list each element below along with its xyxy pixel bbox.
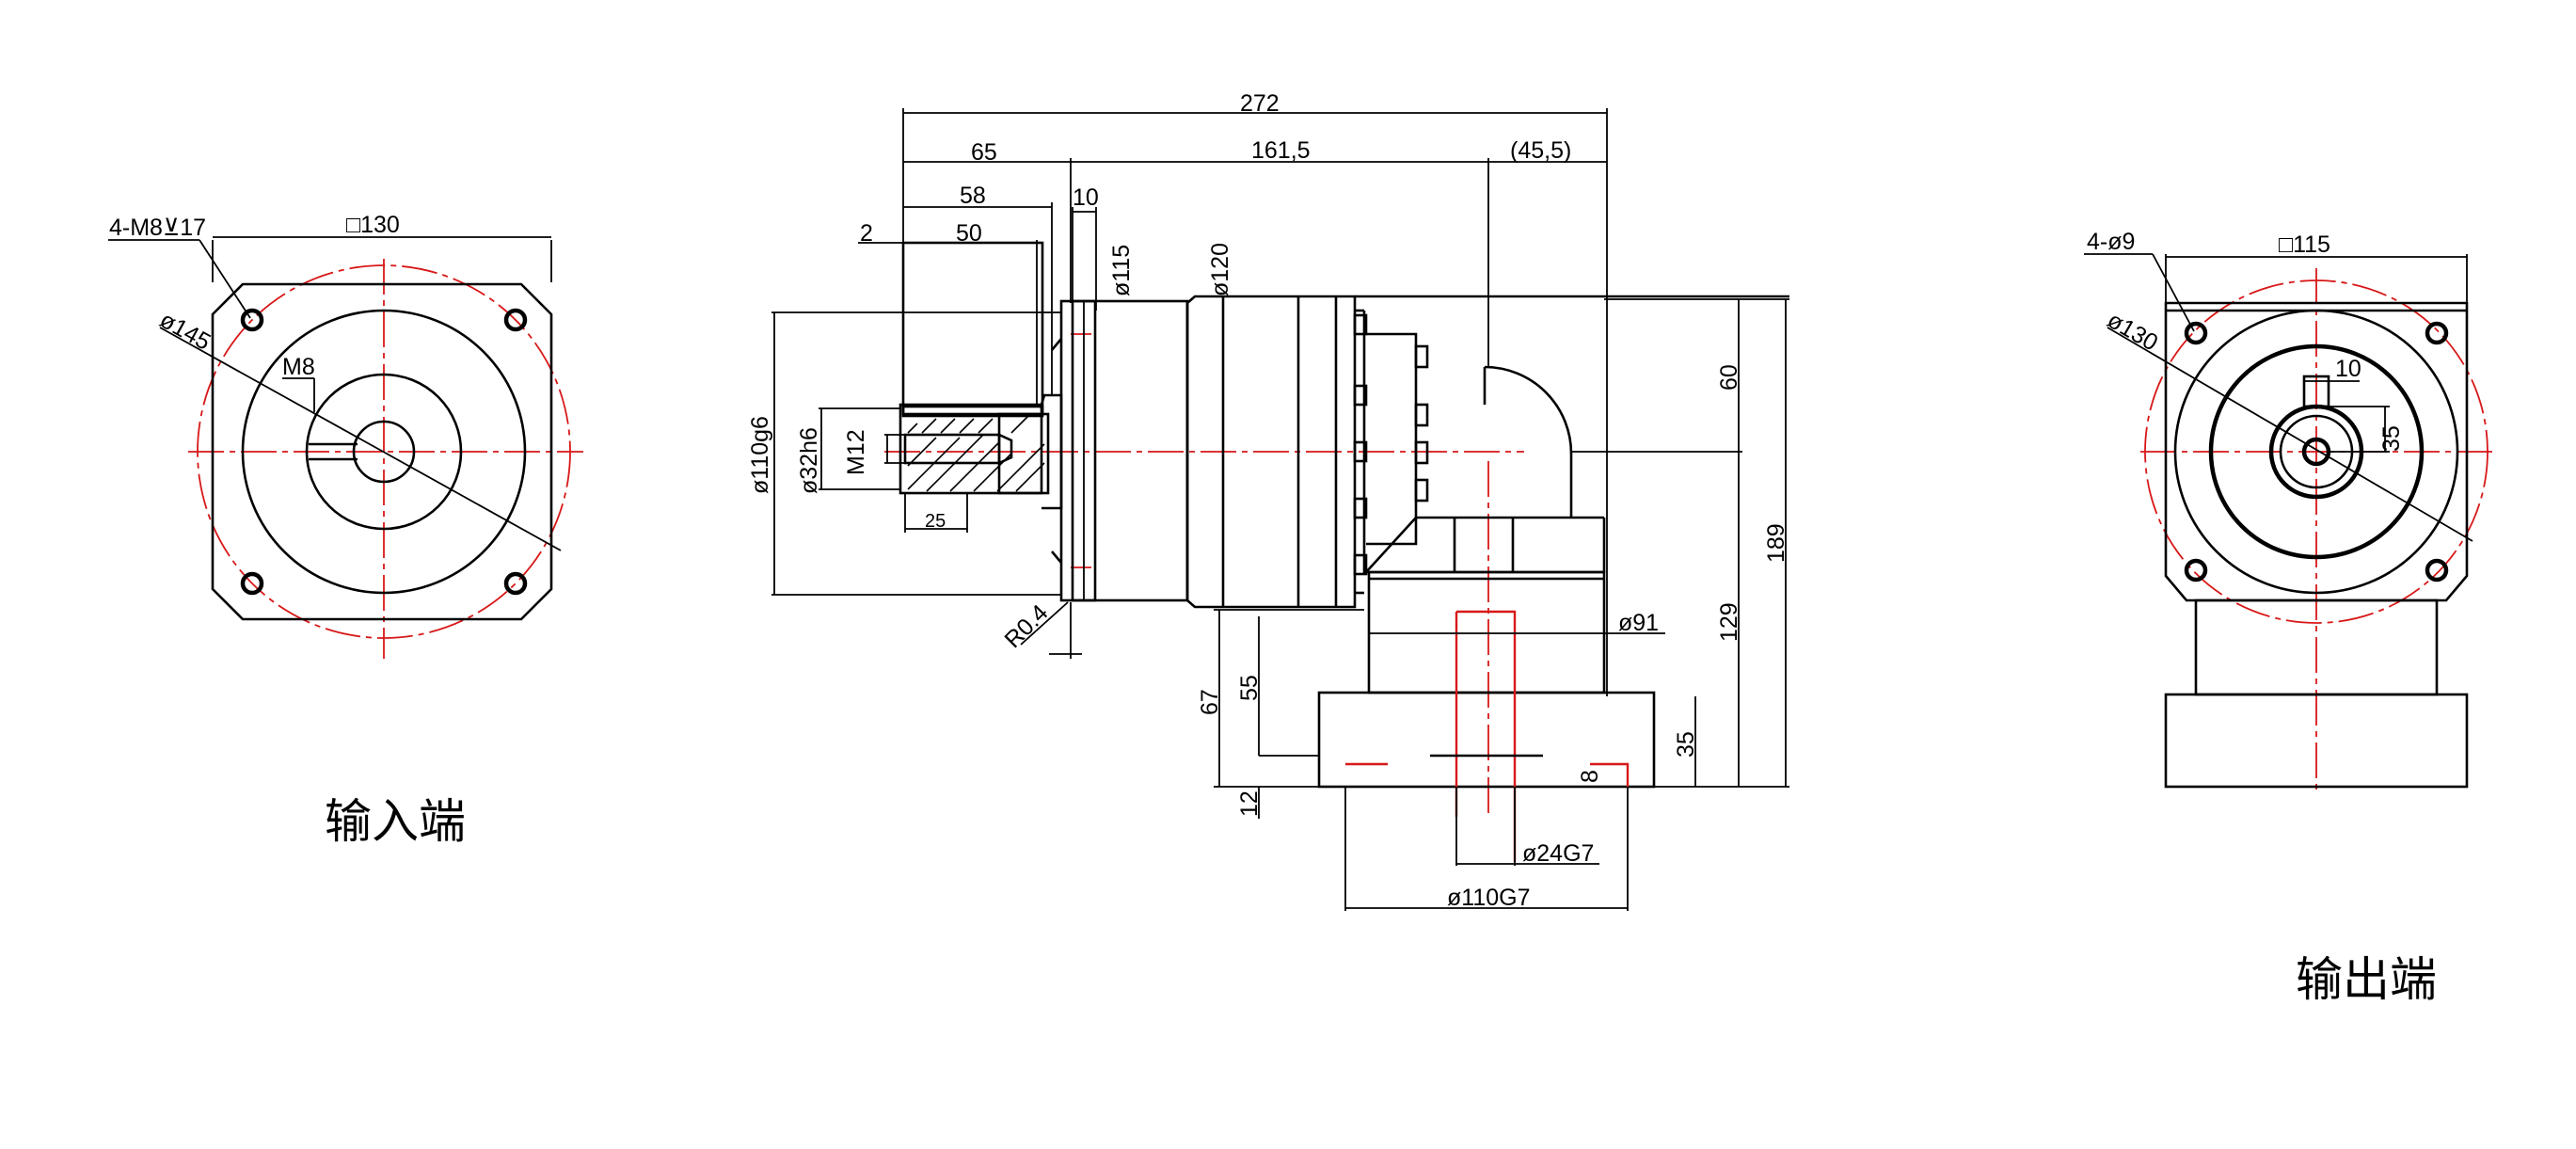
dia-115-label: ø115 <box>1108 245 1135 296</box>
input-bore-circle <box>352 420 416 484</box>
length-50-label: 50 <box>956 220 982 247</box>
length-58-label: 58 <box>960 183 986 209</box>
shaft-assembly <box>898 241 1063 510</box>
front-view: ø110g6 ø32h6 M12 25 <box>747 90 1789 911</box>
middle-length-label: 161,5 <box>1251 137 1311 164</box>
elbow <box>1365 365 1604 573</box>
length-2-label: 2 <box>860 220 873 247</box>
m12-label: M12 <box>843 429 869 475</box>
dia-120-label: ø120 <box>1207 243 1233 296</box>
shaft-hatch <box>907 413 1045 492</box>
height-12-label: 12 <box>1236 790 1263 817</box>
overall-length-label: 272 <box>1240 90 1280 117</box>
input-end-view: □130 4-M8⊻17 ø145 M8 输入端 <box>108 212 583 849</box>
input-flange <box>1051 299 1189 602</box>
radius-callout <box>1020 601 1082 659</box>
bore-dimensions <box>771 311 1061 596</box>
height-55-label: 55 <box>1236 675 1263 701</box>
input-mounting-holes <box>240 308 528 596</box>
input-inner-circle <box>305 373 463 531</box>
height-129-label: 129 <box>1716 602 1742 642</box>
input-holes-label: 4-M8⊻17 <box>109 215 206 241</box>
dia-110G7-label: ø110G7 <box>1447 885 1530 911</box>
output-base <box>2164 693 2469 789</box>
length-10-label: 10 <box>1073 184 1099 211</box>
input-square-dimension: □130 <box>212 212 552 282</box>
input-pcd-label: ø145 <box>155 307 215 356</box>
output-housing <box>1317 570 1656 862</box>
output-pcd-label: ø130 <box>2103 307 2162 357</box>
height-60-label: 60 <box>1716 364 1742 391</box>
bottom-dimensions <box>1344 787 1629 911</box>
output-holes-label: 4-ø9 <box>2087 229 2135 255</box>
height-189-label: 189 <box>1763 523 1789 563</box>
length-25-label: 25 <box>925 511 946 532</box>
key-8-label: 8 <box>1577 770 1603 783</box>
input-flange-outline <box>211 282 553 621</box>
output-outer-circle <box>2173 309 2459 595</box>
radius-label: R0.4 <box>999 599 1053 653</box>
output-pilot-circle <box>2208 343 2425 560</box>
output-centerlines <box>2140 268 2498 795</box>
input-thread-label: M8 <box>282 354 315 380</box>
left-length-label: 65 <box>971 139 997 166</box>
right-length-label: (45,5) <box>1510 137 1571 164</box>
input-outer-circle <box>241 309 527 595</box>
height-67-label: 67 <box>1197 689 1223 715</box>
front-centerlines <box>884 333 1524 819</box>
output-key-height-label: 35 <box>2378 425 2405 452</box>
dia-91-label: ø91 <box>1618 610 1659 636</box>
dia-32h6-label: ø32h6 <box>796 427 822 494</box>
output-end-view: □115 4-ø9 ø130 10 35 输出端 <box>2084 229 2498 1007</box>
input-square-label: □130 <box>346 212 400 238</box>
input-caption: 输入端 <box>325 794 466 849</box>
height-35-label: 35 <box>1673 731 1699 758</box>
output-mounting-holes <box>2184 321 2449 582</box>
output-square-label: □115 <box>2279 231 2330 258</box>
output-key <box>2302 375 2330 408</box>
right-dimensions <box>1571 298 1789 788</box>
output-key-width-label: 10 <box>2335 356 2361 382</box>
dia-110g6-label: ø110g6 <box>747 416 773 494</box>
output-caption: 输出端 <box>2296 952 2437 1007</box>
dia-24G7-label: ø24G7 <box>1522 840 1594 867</box>
input-leaders <box>108 239 562 551</box>
top-dimensions <box>858 108 1608 696</box>
gearbox-bolts <box>1353 313 1429 576</box>
input-keyway <box>309 442 358 461</box>
left-vertical-dimensions <box>1214 609 1364 819</box>
output-dimensions <box>2084 253 2473 542</box>
